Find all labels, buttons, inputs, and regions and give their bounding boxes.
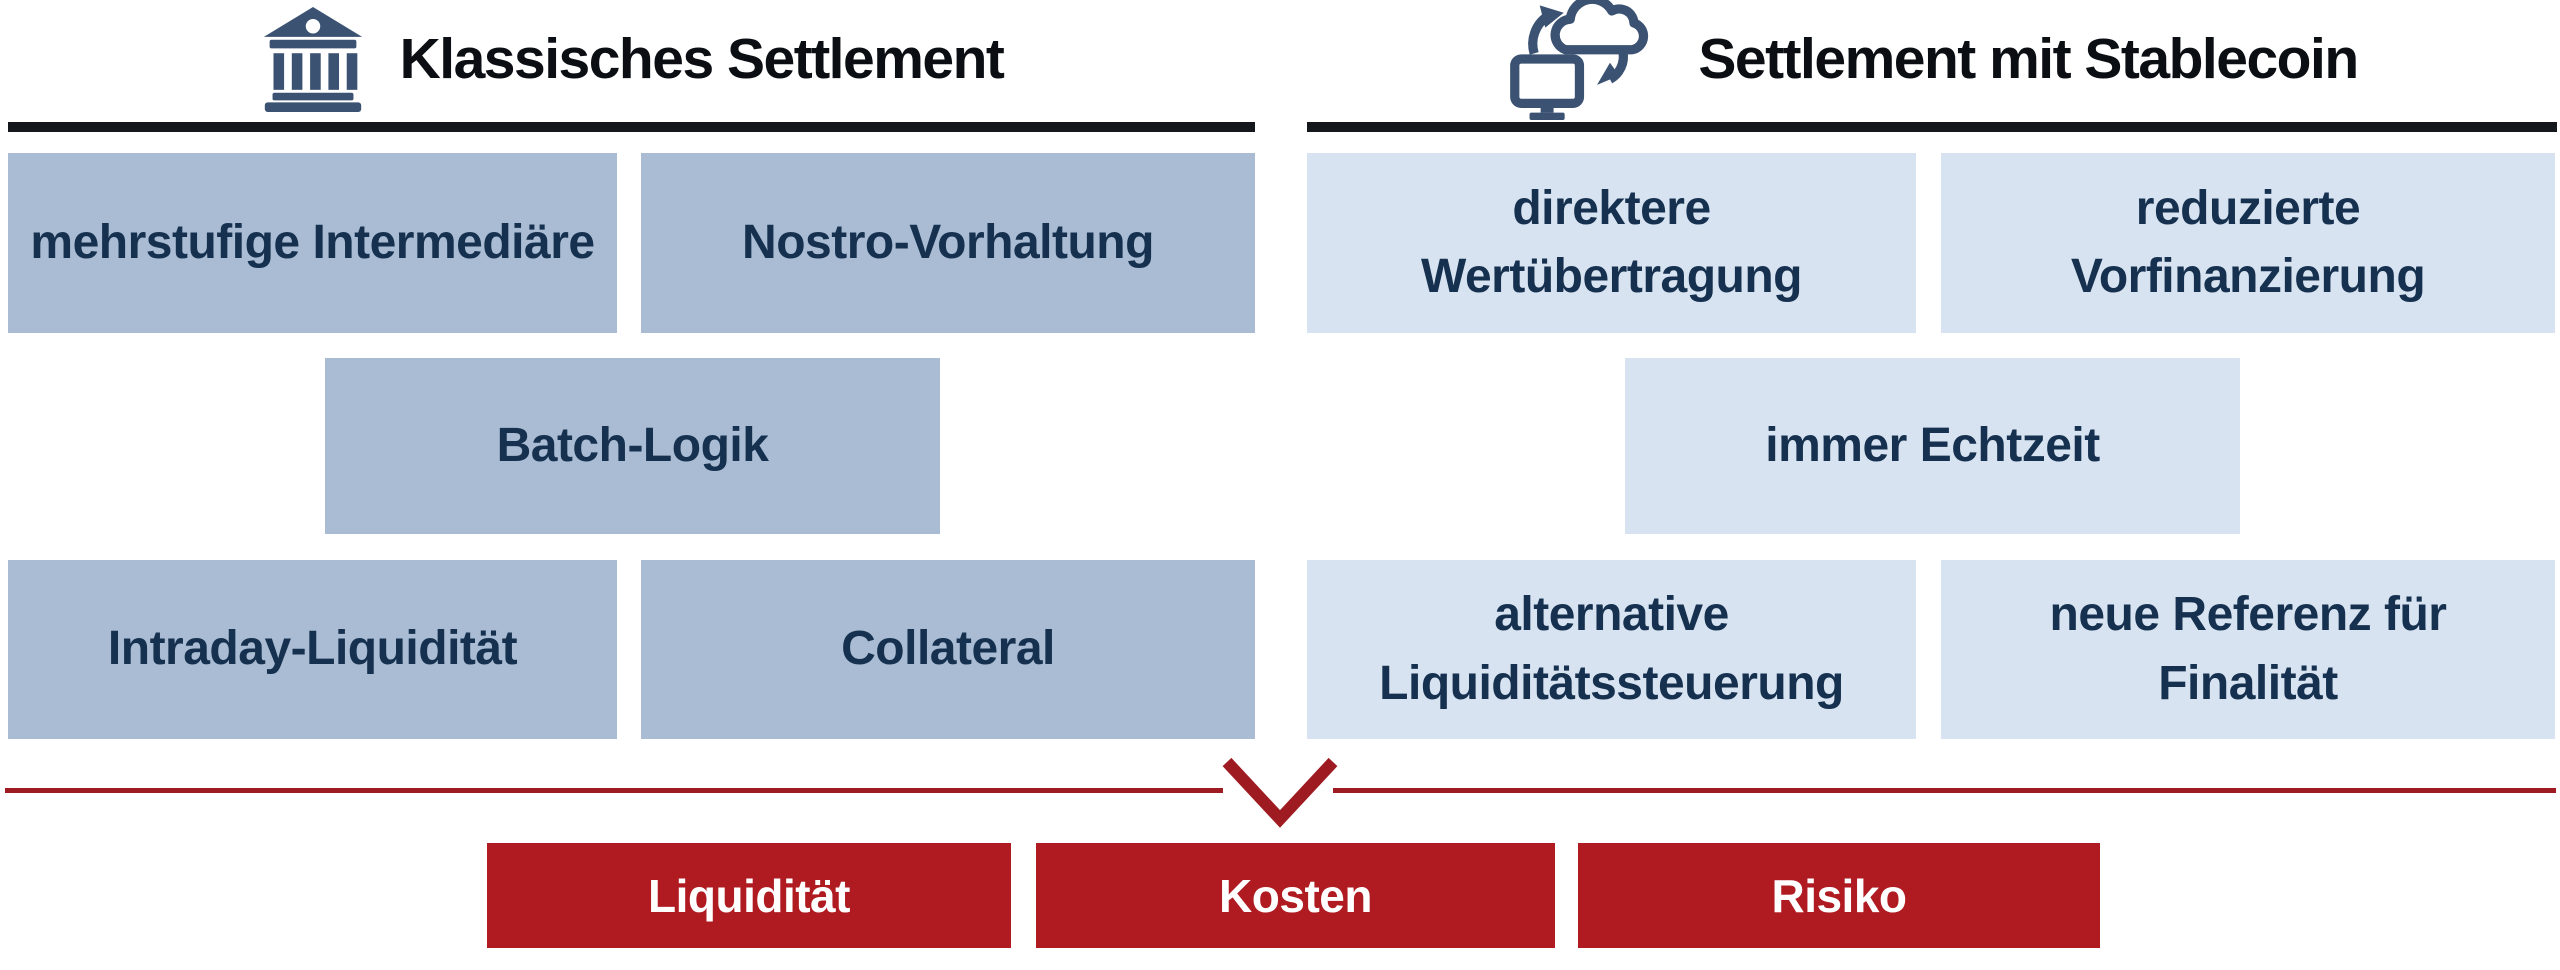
impact-box-liquiditaet: Liquidität	[487, 843, 1011, 948]
box-collateral: Collateral	[641, 560, 1255, 739]
left-section-header: Klassisches Settlement	[8, 0, 1255, 118]
box-immer-echtzeit: immer Echtzeit	[1625, 358, 2240, 534]
cloud-sync-monitor-icon	[1506, 0, 1664, 120]
impact-box-risiko: Risiko	[1578, 843, 2100, 948]
impact-divider-line-right	[1333, 788, 2556, 793]
box-mehrstufige-intermediaere: mehrstufige Intermediäre	[8, 153, 617, 333]
box-direktere-wertuebertragung: direktere Wertübertragung	[1307, 153, 1916, 333]
box-alternative-liquiditaetssteuerung: alternative Liquiditätssteuerung	[1307, 560, 1916, 739]
box-reduzierte-vorfinanzierung: reduzierte Vorfinanzierung	[1941, 153, 2555, 333]
box-batch-logik: Batch-Logik	[325, 358, 940, 534]
right-header-underline	[1307, 122, 2557, 132]
left-header-underline	[8, 122, 1255, 132]
box-intraday-liquiditaet: Intraday-Liquidität	[8, 560, 617, 739]
right-section-header: Settlement mit Stablecoin	[1307, 0, 2557, 120]
impact-divider-line-left	[5, 788, 1223, 793]
chevron-down-icon	[1213, 753, 1347, 831]
box-neue-referenz-finalitaet: neue Referenz für Finalität	[1941, 560, 2555, 739]
box-nostro-vorhaltung: Nostro-Vorhaltung	[641, 153, 1255, 333]
left-section-title: Klassisches Settlement	[399, 27, 1005, 91]
bank-icon	[260, 4, 366, 114]
impact-box-kosten: Kosten	[1036, 843, 1555, 948]
right-section-title: Settlement mit Stablecoin	[1698, 27, 2359, 91]
